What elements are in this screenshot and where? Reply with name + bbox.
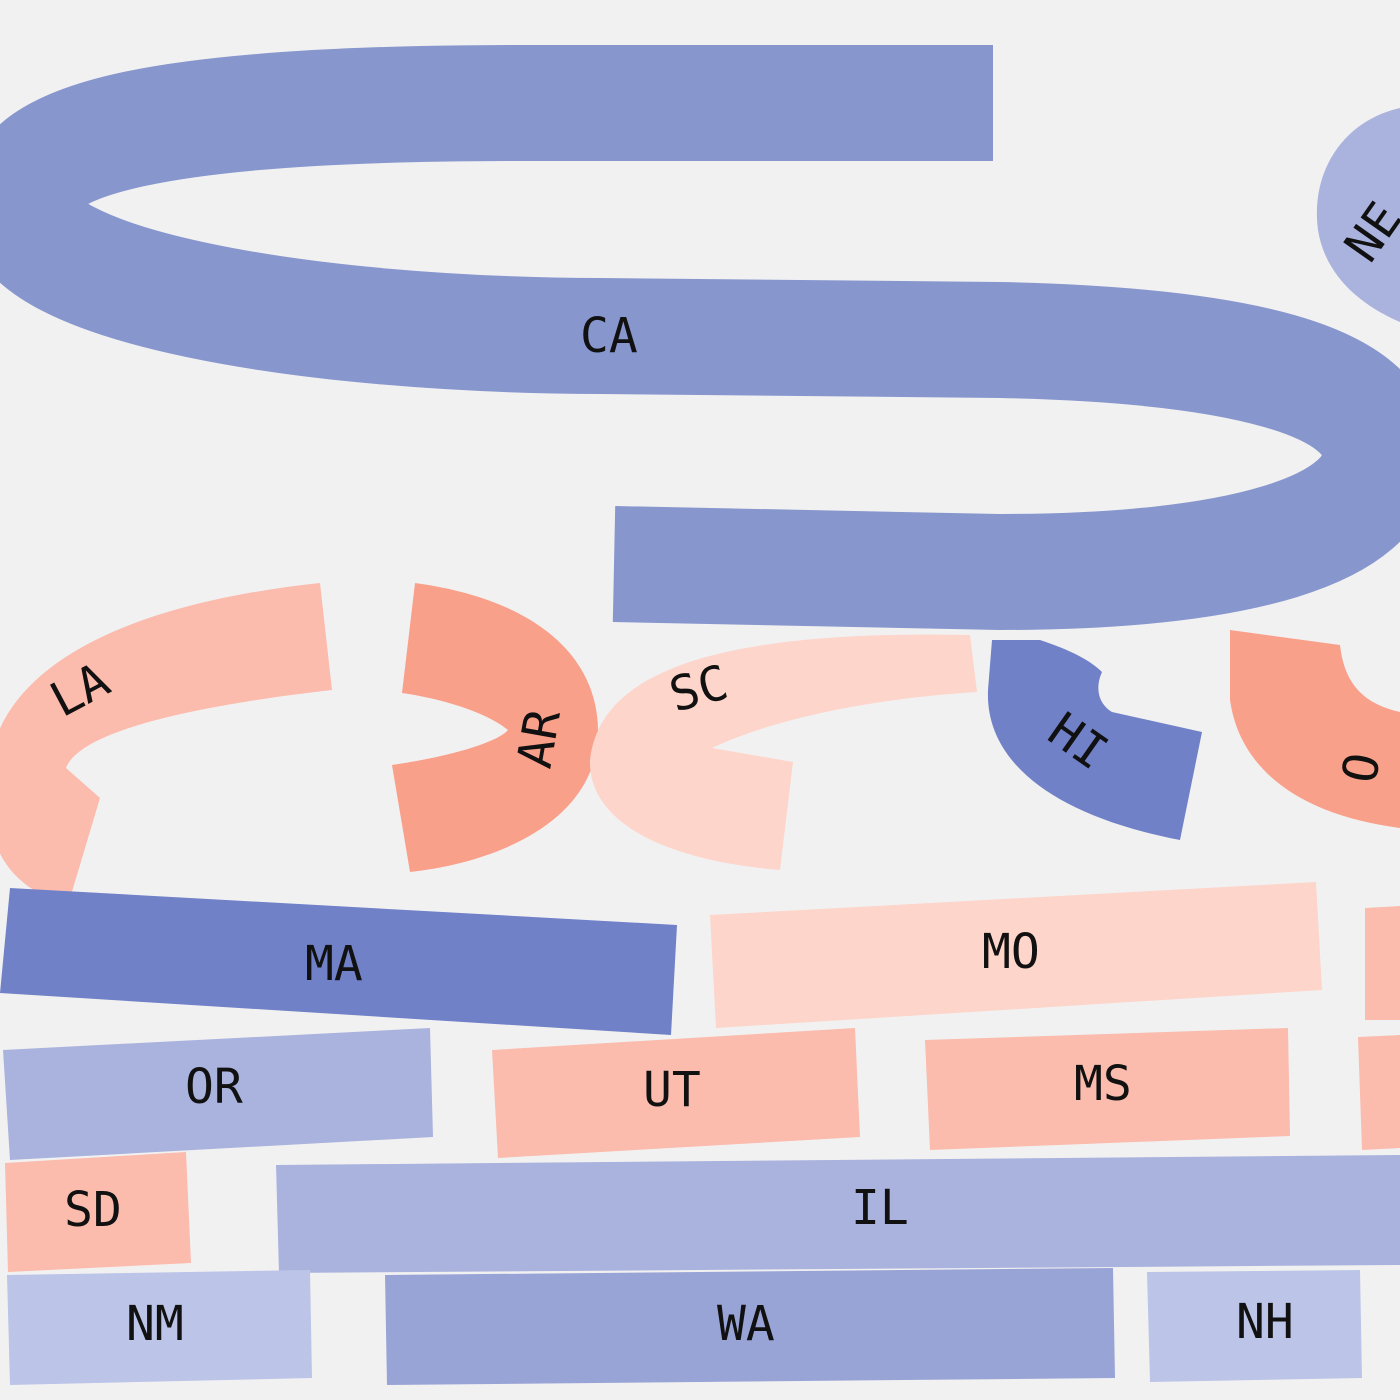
- shape-il: IL: [276, 1155, 1400, 1273]
- ca-band: [0, 45, 1400, 630]
- il-band: [276, 1155, 1400, 1273]
- shape-ar: AR: [392, 583, 599, 872]
- label-il: IL: [851, 1180, 909, 1236]
- shape-ut: UT: [492, 1028, 860, 1158]
- ut-band: [492, 1028, 860, 1158]
- label-ut: UT: [643, 1062, 701, 1118]
- sc-band: [589, 634, 977, 870]
- shape-sd: SD: [5, 1152, 191, 1272]
- ar-band: [392, 583, 599, 872]
- o-band: [1230, 630, 1400, 828]
- label-mo: MO: [982, 924, 1040, 980]
- shape-sc: SC: [589, 634, 977, 870]
- shape-or: OR: [3, 1028, 433, 1160]
- shape-ne: NE: [1316, 108, 1400, 322]
- or-band: [3, 1028, 433, 1160]
- label-ma: MA: [305, 936, 363, 992]
- ne-band: [1316, 108, 1400, 322]
- shape-ma: MA: [0, 888, 677, 1035]
- label-ca: CA: [580, 308, 638, 364]
- partial-bar-right-upper: [1365, 906, 1400, 1020]
- shape-ms: MS: [925, 1028, 1290, 1150]
- hi-band: [987, 640, 1202, 840]
- label-nm: NM: [126, 1296, 184, 1352]
- shape-nm: NM: [7, 1270, 312, 1385]
- shape-mo: MO: [710, 882, 1322, 1028]
- shape-hi: HI: [987, 640, 1202, 840]
- label-sd: SD: [64, 1182, 122, 1238]
- sd-band: [5, 1152, 191, 1272]
- label-wa: WA: [717, 1296, 775, 1352]
- label-ms: MS: [1074, 1056, 1132, 1112]
- ma-band: [0, 888, 677, 1035]
- shape-wa: WA: [385, 1268, 1115, 1385]
- shape-ca: CA: [0, 45, 1400, 630]
- label-or: OR: [185, 1059, 243, 1115]
- ms-band: [925, 1028, 1290, 1150]
- partial-bar-right-lower: [1358, 1035, 1400, 1150]
- shape-nh: NH: [1147, 1270, 1362, 1382]
- shape-o: O: [1230, 630, 1400, 828]
- label-ar: AR: [507, 705, 572, 772]
- label-nh: NH: [1236, 1294, 1294, 1350]
- la-band: [0, 583, 332, 905]
- nh-band: [1147, 1270, 1362, 1382]
- mo-band: [710, 882, 1322, 1028]
- wa-band: [385, 1268, 1115, 1385]
- nm-band: [7, 1270, 312, 1385]
